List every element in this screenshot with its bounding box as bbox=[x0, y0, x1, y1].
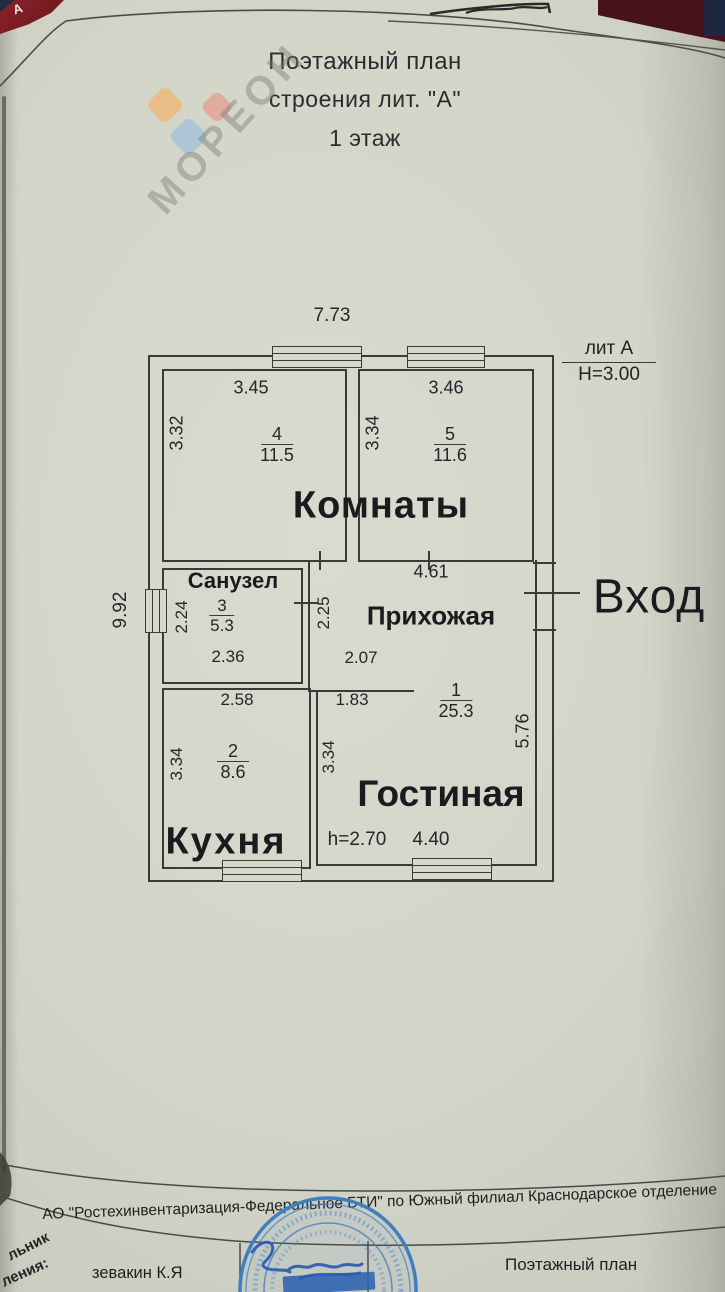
room1-height-dim: 5.76 bbox=[512, 713, 533, 749]
page-title-line3: 1 этаж bbox=[329, 125, 401, 151]
inner-right-wall bbox=[535, 560, 537, 866]
room4-height-dim: 3.32 bbox=[166, 415, 187, 451]
room4-door-tick bbox=[319, 551, 321, 570]
entrance-door-tick-bottom bbox=[533, 629, 556, 631]
room5-door-tick bbox=[428, 551, 430, 570]
living-label: Гостиная bbox=[357, 773, 525, 814]
sanuzel-door-tick bbox=[294, 602, 318, 604]
stamp-ring-text-illegible bbox=[252, 1210, 404, 1292]
hallway-left-wall bbox=[308, 560, 310, 692]
room4-walls bbox=[162, 369, 347, 562]
organization-line: АО "Ростехинвентаризация-Федеральное БТИ… bbox=[42, 1181, 718, 1223]
sanuzel-number-area: 3 5.3 bbox=[209, 596, 235, 636]
entrance-label: Вход bbox=[592, 570, 706, 624]
signatory-name: зевакин К.Я bbox=[92, 1264, 183, 1282]
window-bottom-living bbox=[412, 858, 492, 880]
living-left-wall bbox=[316, 690, 318, 866]
overall-height-dim: 9.92 bbox=[110, 591, 131, 629]
kitchen-label: Кухня bbox=[165, 820, 287, 863]
living-width-dim: 1.83 bbox=[335, 690, 369, 709]
room4-number-area: 4 11.5 bbox=[260, 424, 294, 466]
living-width2-dim: 4.40 bbox=[412, 829, 450, 850]
building-height-label: Н=3.00 bbox=[578, 364, 640, 385]
living-ceiling-dim: h=2.70 bbox=[327, 829, 387, 850]
book-binding-edge bbox=[2, 96, 6, 1174]
hallway-width2-dim: 2.07 bbox=[344, 648, 378, 667]
liter-label: лит А bbox=[584, 338, 634, 359]
entrance-leader-dash bbox=[524, 592, 580, 594]
living-height-dim: 3.34 bbox=[319, 740, 338, 774]
hallway-height-dim: 2.25 bbox=[314, 596, 333, 630]
kitchen-number-area: 2 8.6 bbox=[216, 741, 250, 784]
room5-number-area: 5 11.6 bbox=[433, 424, 467, 466]
watermark-diamond-orange bbox=[145, 85, 185, 125]
handwritten-scribble bbox=[429, 2, 552, 16]
page-title-line1: Поэтажный план bbox=[268, 48, 462, 75]
red-corner-stamp: А bbox=[0, 0, 64, 34]
sanuzel-height-dim: 2.24 bbox=[172, 600, 191, 634]
red-corner-letters: А bbox=[10, 0, 27, 18]
entrance-door-tick-top bbox=[533, 562, 556, 564]
room4-width-dim: 3.45 bbox=[233, 377, 269, 398]
navy-top-right-corner bbox=[704, 0, 725, 36]
room5-height-dim: 3.34 bbox=[362, 415, 383, 451]
sanuzel-label: Санузел bbox=[187, 568, 279, 593]
liter-label-block: лит А bbox=[562, 338, 656, 363]
hallway-label: Прихожая bbox=[366, 600, 496, 631]
overall-width-dim: 7.73 bbox=[313, 305, 351, 326]
kitchen-height-dim: 3.34 bbox=[167, 747, 186, 781]
rooms-label: Комнаты bbox=[292, 484, 470, 527]
kitchen-width-dim: 2.58 bbox=[220, 690, 254, 709]
handwritten-signature bbox=[250, 1240, 364, 1280]
sanuzel-width-dim: 2.36 bbox=[211, 647, 245, 666]
window-left-sanuzel bbox=[145, 589, 167, 633]
window-top-room4 bbox=[272, 346, 362, 368]
room5-walls bbox=[358, 369, 534, 562]
room1-number-area: 1 25.3 bbox=[438, 680, 474, 722]
stamp-center-block bbox=[282, 1271, 376, 1292]
window-top-room5 bbox=[407, 346, 485, 368]
footer-doc-label: Поэтажный план bbox=[505, 1255, 638, 1274]
left-edge-fragment-bottom: ления: bbox=[0, 1254, 52, 1291]
window-bottom-kitchen bbox=[222, 860, 302, 882]
page-title-line2: строения лит. "А" bbox=[268, 86, 461, 112]
hallway-living-partition bbox=[308, 690, 414, 692]
room5-width-dim: 3.46 bbox=[428, 377, 464, 398]
hallway-width-dim: 4.61 bbox=[413, 561, 449, 582]
